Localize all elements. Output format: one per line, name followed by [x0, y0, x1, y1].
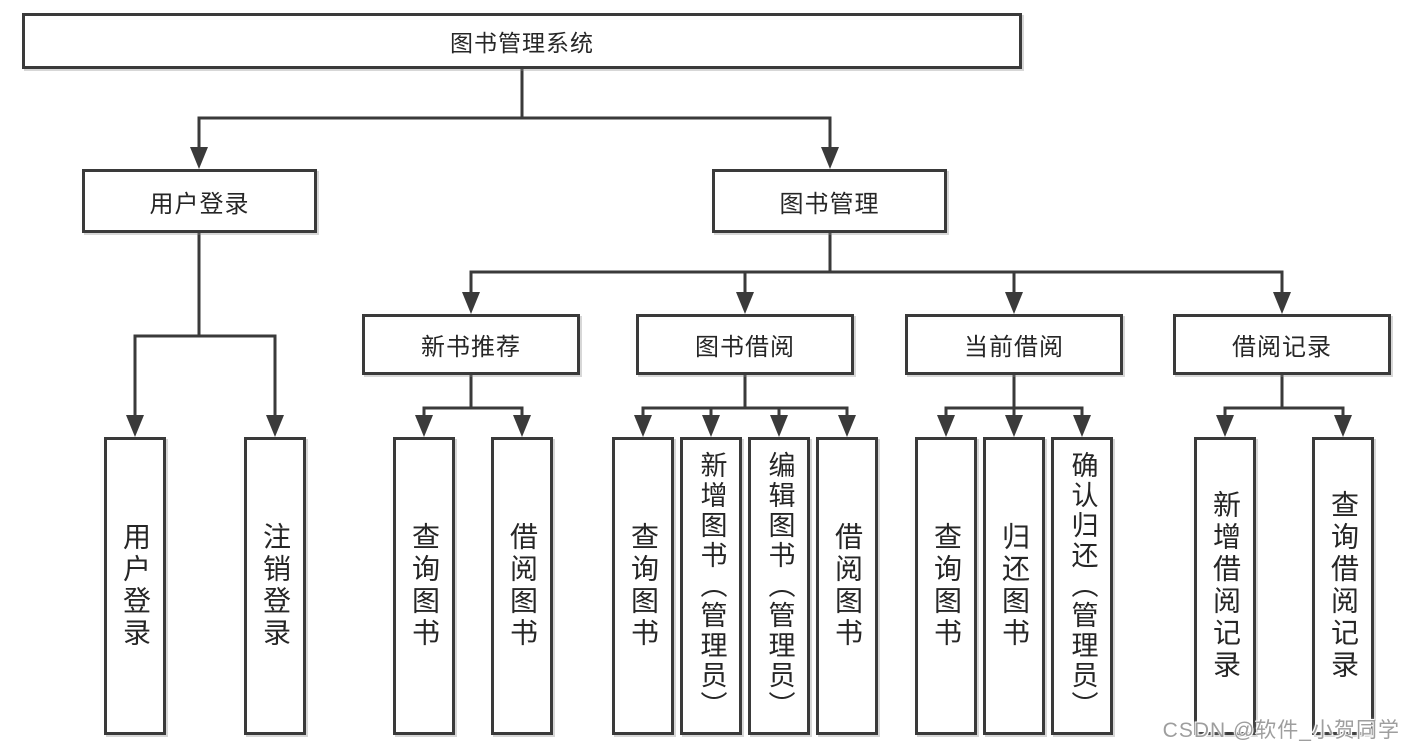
leaf-add-book-admin: 新增图书（管理员） [680, 437, 742, 735]
leaf-query-borrow-record: 查询借阅记录 [1312, 437, 1374, 735]
leaf-query-book-1: 查询图书 [393, 437, 455, 735]
leaf-edit-book-admin: 编辑图书（管理员） [748, 437, 810, 735]
leaf-confirm-return-admin: 确认归还（管理员） [1051, 437, 1113, 735]
leaf-logout: 注销登录 [244, 437, 306, 735]
leaf-query-book-2: 查询图书 [612, 437, 674, 735]
leaf-add-borrow-record: 新增借阅记录 [1194, 437, 1256, 735]
leaf-borrow-book-1: 借阅图书 [491, 437, 553, 735]
node-user-login: 用户登录 [82, 169, 317, 233]
node-book-management: 图书管理 [712, 169, 947, 233]
node-new-book-recommend: 新书推荐 [362, 314, 580, 375]
arrowheads [126, 147, 1352, 437]
node-current-borrow: 当前借阅 [905, 314, 1123, 375]
node-borrow-records: 借阅记录 [1173, 314, 1391, 375]
leaf-return-book: 归还图书 [983, 437, 1045, 735]
node-book-borrow: 图书借阅 [636, 314, 854, 375]
leaf-user-login: 用户登录 [104, 437, 166, 735]
csdn-watermark: CSDN @软件_小贺同学 [1162, 719, 1400, 742]
leaf-query-book-3: 查询图书 [915, 437, 977, 735]
node-root: 图书管理系统 [22, 13, 1022, 69]
leaf-borrow-book-2: 借阅图书 [816, 437, 878, 735]
connector-branches [133, 69, 1345, 416]
